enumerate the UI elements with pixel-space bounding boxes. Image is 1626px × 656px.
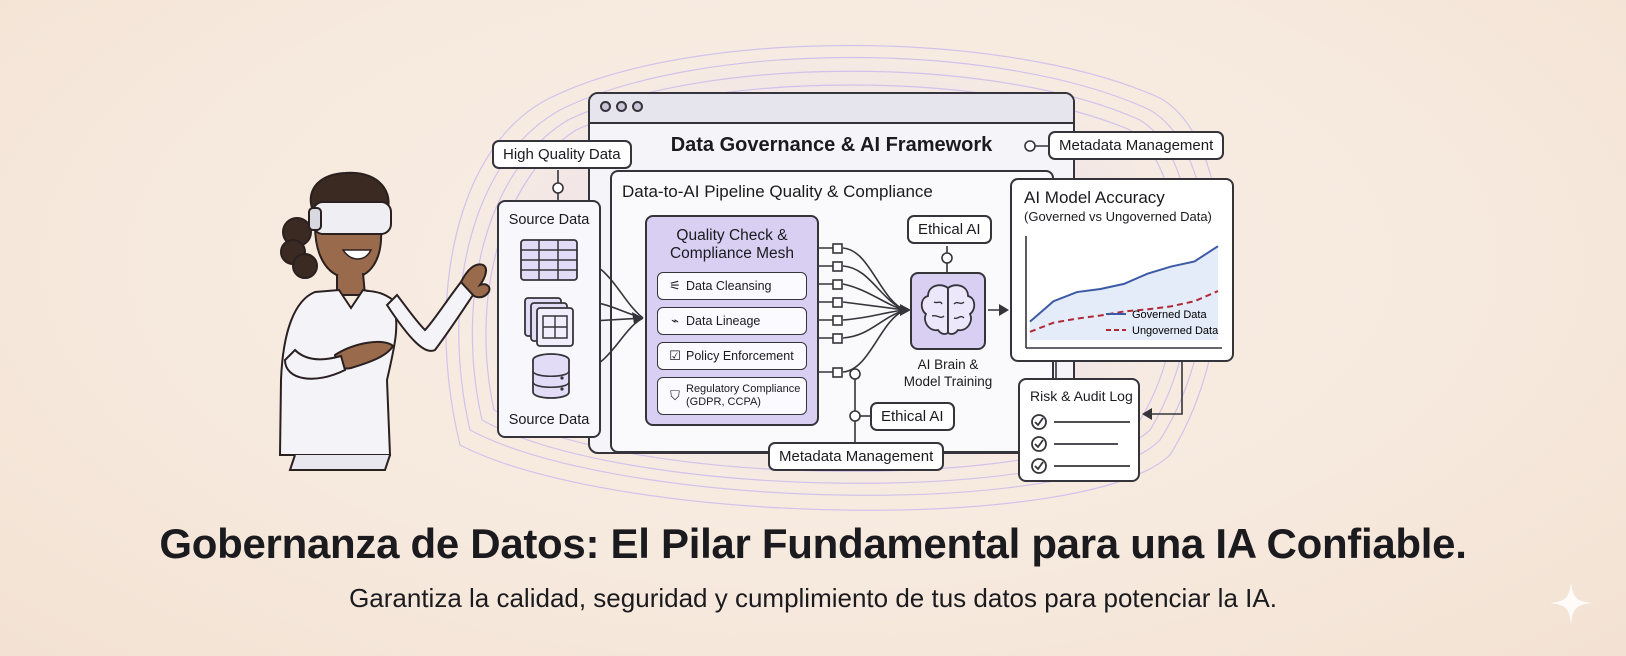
tag-ethical-ai-bottom: Ethical AI xyxy=(870,402,955,431)
mesh-item-data-lineage: ⌁ Data Lineage xyxy=(657,307,807,335)
database-icon xyxy=(532,353,570,399)
page-subheadline: Garantiza la calidad, seguridad y cumpli… xyxy=(349,583,1277,613)
checkbox-icon: ☑ xyxy=(669,348,681,363)
window-title-bar xyxy=(590,94,1073,124)
shield-check-icon: ⛉ xyxy=(670,388,680,403)
lineage-icon: ⌁ xyxy=(671,313,679,328)
accuracy-line-chart: Governed Data Ungoverned Data xyxy=(1025,236,1222,349)
window-dot-icon xyxy=(616,101,627,112)
mesh-title-line1: Quality Check & xyxy=(676,227,788,244)
legend-ungoverned-label: Ungoverned Data xyxy=(1132,325,1219,337)
window-dot-icon xyxy=(600,101,611,112)
legend-governed-label: Governed Data xyxy=(1132,309,1207,321)
source-data-panel: Source Data Source Data xyxy=(497,200,601,438)
framework-title: Data Governance & AI Framework xyxy=(670,134,993,156)
source-data-label-top: Source Data xyxy=(508,212,590,228)
risk-title: Risk & Audit Log xyxy=(1030,388,1133,404)
regulatory-label-line2: (GDPR, CCPA) xyxy=(686,396,761,408)
tag-metadata-management-top: Metadata Management xyxy=(1048,131,1225,160)
ai-brain-box xyxy=(910,272,986,350)
risk-audit-log-panel: Risk & Audit Log xyxy=(1018,378,1140,482)
mesh-title: Quality Check & Compliance Mesh xyxy=(647,227,817,263)
brain-label-line2: Model Training xyxy=(903,374,993,389)
mesh-item-regulatory-compliance: ⛉ Regulatory Compliance (GDPR, CCPA) xyxy=(657,377,807,415)
tag-ethical-ai-top: Ethical AI xyxy=(907,215,992,244)
series-ungoverned-line xyxy=(1029,290,1219,333)
brain-label-line1: AI Brain & xyxy=(917,357,979,372)
chart-subtitle: (Governed vs Ungoverned Data) xyxy=(1024,209,1212,224)
series-governed-line xyxy=(1029,245,1219,323)
chart-title: AI Model Accuracy xyxy=(1024,188,1165,207)
governed-area-fill xyxy=(1030,246,1218,340)
checklist-icon xyxy=(1031,414,1130,474)
mesh-title-line2: Compliance Mesh xyxy=(669,245,795,262)
brain-icon xyxy=(920,284,976,335)
regulatory-label-line1: Regulatory Compliance xyxy=(686,383,801,395)
tag-high-quality-data: High Quality Data xyxy=(492,140,632,169)
tag-metadata-management-bottom: Metadata Management xyxy=(768,442,945,471)
table-icon xyxy=(520,239,578,281)
sliders-icon: ⚟ xyxy=(669,278,681,293)
window-dot-icon xyxy=(632,101,643,112)
mesh-item-label: Policy Enforcement xyxy=(686,349,794,363)
mesh-item-policy-enforcement: ☑ Policy Enforcement xyxy=(657,342,807,370)
brain-label: AI Brain & Model Training xyxy=(898,356,998,390)
mesh-item-label: Data Cleansing xyxy=(686,279,772,293)
stacked-documents-icon xyxy=(524,297,574,347)
source-data-label-bottom: Source Data xyxy=(508,412,590,428)
sparkle-icon xyxy=(1550,582,1592,624)
page-headline: Gobernanza de Datos: El Pilar Fundamenta… xyxy=(159,520,1467,567)
mesh-item-label: Data Lineage xyxy=(686,314,761,328)
mesh-item-label: Regulatory Compliance (GDPR, CCPA) xyxy=(686,383,800,409)
quality-compliance-mesh: Quality Check & Compliance Mesh ⚟ Data C… xyxy=(645,215,819,426)
accuracy-chart-panel: AI Model Accuracy (Governed vs Ungoverne… xyxy=(1010,178,1234,362)
mesh-item-data-cleansing: ⚟ Data Cleansing xyxy=(657,272,807,300)
woman-vr-headset-illustration xyxy=(278,171,491,471)
pipeline-title: Data-to-AI Pipeline Quality & Compliance xyxy=(622,182,933,201)
